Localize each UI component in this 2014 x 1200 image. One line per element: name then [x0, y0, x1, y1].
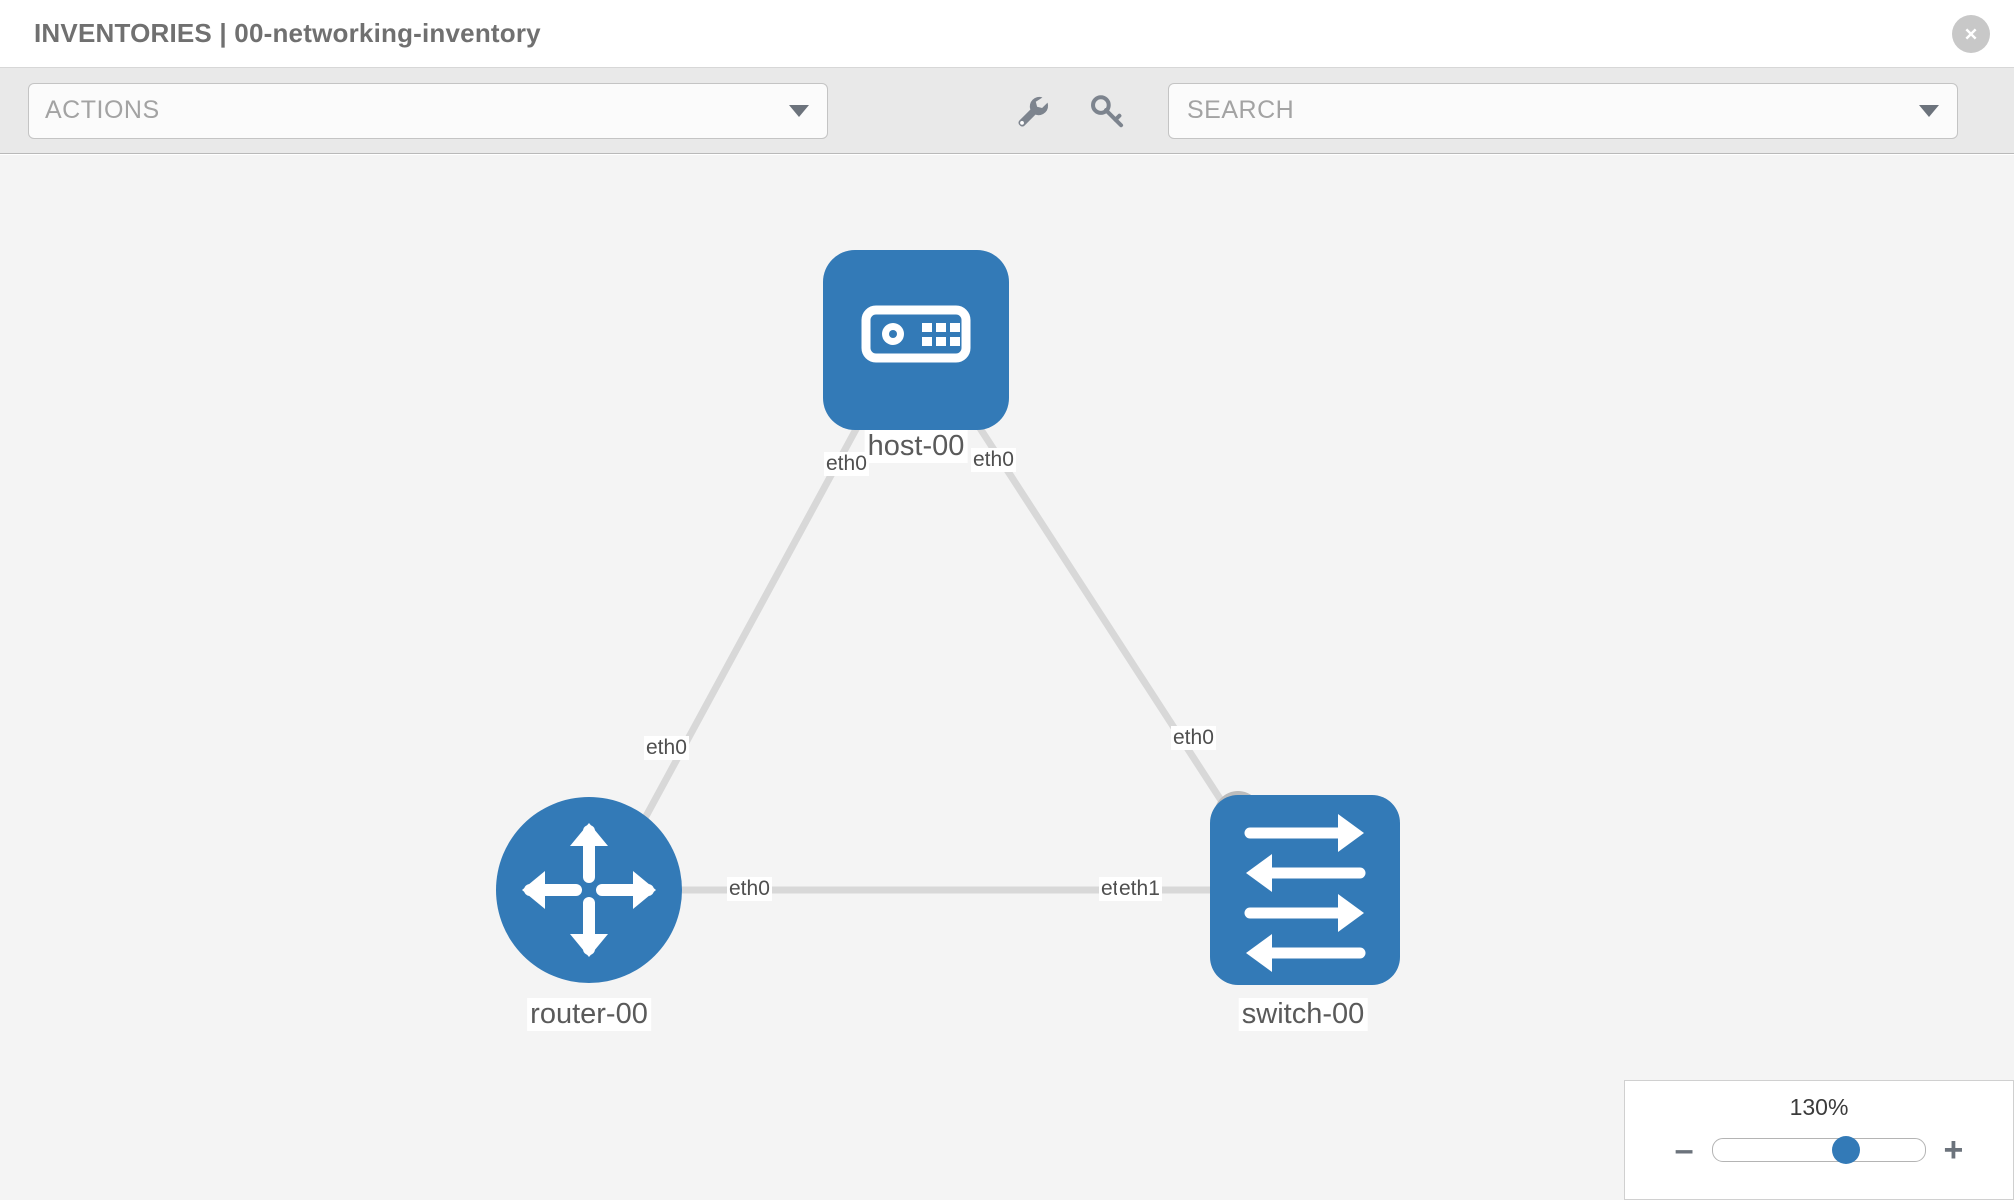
toolbar-icons	[1008, 87, 1132, 135]
zoom-slider-track[interactable]	[1711, 1136, 1926, 1164]
edge-label-switch-host: eth0	[1171, 726, 1216, 750]
toolbar: ACTIONS	[0, 68, 2014, 154]
zoom-in-button[interactable]: +	[1943, 1131, 1964, 1169]
search-chevron-down-icon[interactable]	[1919, 104, 1939, 117]
topology-graph	[496, 250, 1400, 985]
zoom-slider-row: – +	[1625, 1133, 2013, 1167]
node-label-switch-00: switch-00	[1238, 998, 1368, 1031]
node-router-00[interactable]	[496, 797, 682, 983]
zoom-slider-thumb[interactable]	[1832, 1136, 1861, 1164]
zoom-out-button[interactable]: –	[1674, 1131, 1694, 1169]
key-icon[interactable]	[1084, 87, 1132, 135]
node-switch-00[interactable]	[1210, 795, 1400, 985]
edge-label-switch-router: eth1	[1117, 877, 1162, 901]
edge-label-router-host: eth0	[644, 736, 689, 760]
edge-label-host-switch: eth0	[971, 448, 1016, 472]
search-field[interactable]	[1168, 82, 1958, 139]
edge-label-router-switch: eth0	[727, 877, 772, 901]
zoom-level-value: 130%	[1789, 1094, 1849, 1120]
wrench-icon[interactable]	[1008, 87, 1056, 135]
zoom-control-panel: 130% – +	[1624, 1080, 2014, 1200]
actions-dropdown-label: ACTIONS	[45, 96, 160, 124]
close-icon[interactable]	[1952, 14, 1990, 53]
chevron-down-icon	[789, 104, 809, 117]
page-title: INVENTORIES | 00-networking-inventory	[34, 18, 541, 48]
node-label-host-00: host-00	[864, 430, 968, 463]
edge-label-host-router: eth0	[824, 452, 869, 476]
topology-canvas[interactable]: host-00 router-00 switch-00 eth0 eth0 et…	[0, 155, 2014, 1200]
actions-dropdown[interactable]: ACTIONS	[28, 82, 828, 139]
search-input[interactable]	[1185, 95, 1870, 126]
node-host-00[interactable]	[823, 250, 1009, 430]
page-header: INVENTORIES | 00-networking-inventory	[0, 0, 2014, 68]
node-label-router-00: router-00	[527, 998, 651, 1031]
